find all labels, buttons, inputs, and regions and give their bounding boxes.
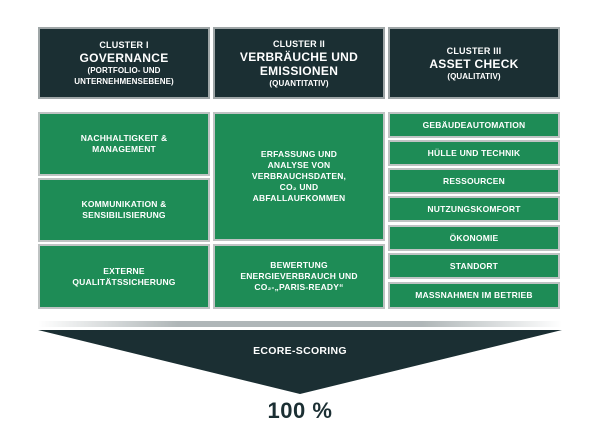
cluster-title: Asset Check [429,56,519,71]
cell-line: CO₂ und [279,182,319,192]
cell-line: Nachhaltigkeit & [80,133,168,143]
asset-item-envelope-technology: Hülle und Technik [388,140,560,166]
cluster-governance-header: Cluster I Governance (Portfolio- und Unt… [38,27,210,99]
governance-cell-communication: Kommunikation & Sensibilisierung [38,178,210,242]
cell-line: Energieverbrauch und [240,271,358,281]
cell-line: Qualitätssicherung [72,276,176,287]
asset-item-comfort: Nutzungskomfort [388,196,560,222]
cell-line: Bewertung [270,260,328,270]
governance-cell-quality-assurance: Externe Qualitätssicherung [38,244,210,309]
funnel-triangle [38,330,562,394]
cell-line: Verbrauchsdaten, [251,171,347,181]
funnel-top-bar-right [422,321,562,327]
cluster-title: Verbräuche und Emissionen [239,49,359,78]
cluster-emissions-header: Cluster II Verbräuche und Emissionen (qu… [213,27,385,99]
cell-line: CO₂-„Paris-Ready“ [254,282,344,292]
cluster-subtitle: (qualitativ) [447,71,501,81]
cluster-number: Cluster II [272,38,325,49]
governance-cell-sustainability: Nachhaltigkeit & Management [38,112,210,176]
cluster-title: Governance [79,51,169,65]
cluster-subtitle: (Portfolio- und Unternehmensebene) [74,66,174,86]
cell-line: Analyse von [267,160,331,170]
funnel-top-bar-left [38,321,178,327]
emissions-cell-data-capture: Erfassung und Analyse von Verbrauchsdate… [213,112,385,241]
cluster-asset-check-header: Cluster III Asset Check (qualitativ) [388,27,560,99]
cluster-number: Cluster I [99,40,149,50]
cell-line: Kommunikation & [81,199,167,209]
cell-line: Externe [103,265,145,276]
emissions-cell-paris-ready: Bewertung Energieverbrauch und CO₂-„Pari… [213,244,385,309]
cell-line: Management [92,144,156,154]
cluster-number: Cluster III [446,45,502,56]
asset-item-building-automation: Gebäudeautomation [388,112,560,138]
asset-item-operational-measures: Massnahmen im Betrieb [388,282,560,309]
cell-line: Sensibilisierung [82,210,166,220]
cell-line: Abfallaufkommen [252,193,346,203]
cluster-subtitle: (quantitativ) [269,78,329,88]
asset-item-resources: Ressourcen [388,168,560,194]
cell-line: Erfassung und [260,149,338,159]
asset-item-location: Standort [388,253,560,279]
asset-item-economy: Ökonomie [388,225,560,251]
scoring-result: 100 % [267,398,333,423]
scoring-label: ECORE-Scoring [253,345,347,357]
funnel-top-bar-center [178,321,422,327]
